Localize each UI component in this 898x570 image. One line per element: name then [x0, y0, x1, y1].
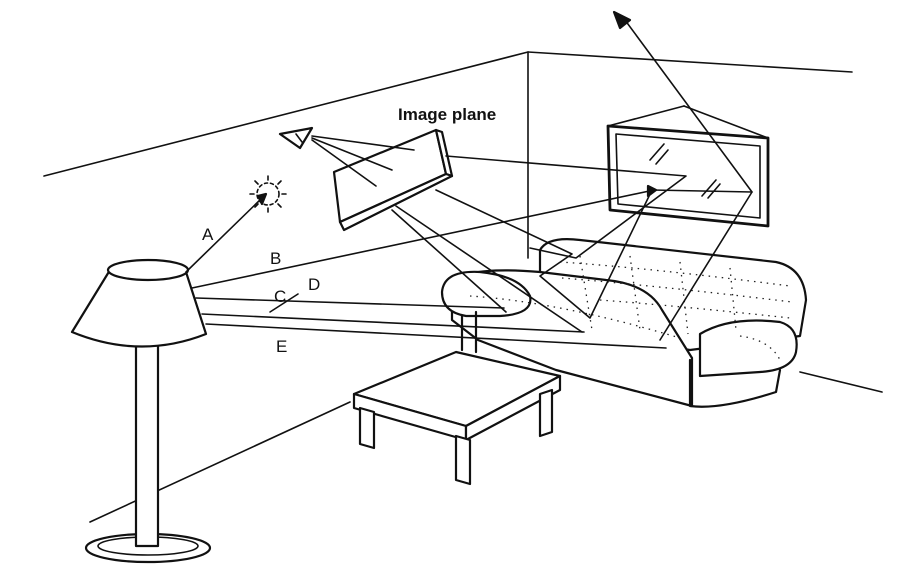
floor-lamp	[70, 258, 212, 564]
image-plane-label: Image plane	[398, 105, 496, 124]
lamp-rays	[185, 184, 667, 349]
wall-mirror	[606, 105, 770, 228]
ray-a-label: A	[202, 225, 214, 244]
image-plane	[332, 128, 454, 232]
ray-d-label: D	[308, 275, 320, 294]
sofa	[440, 238, 808, 408]
eye-icon	[278, 126, 314, 150]
eye-rays	[311, 135, 415, 187]
traced-rays	[391, 10, 753, 341]
ray-e-label: E	[276, 337, 287, 356]
ray-b-label: B	[270, 249, 281, 268]
ray-c-label: C	[274, 287, 286, 306]
light-source-icon	[249, 175, 287, 213]
room-walls	[43, 51, 883, 523]
coffee-table	[352, 350, 562, 486]
